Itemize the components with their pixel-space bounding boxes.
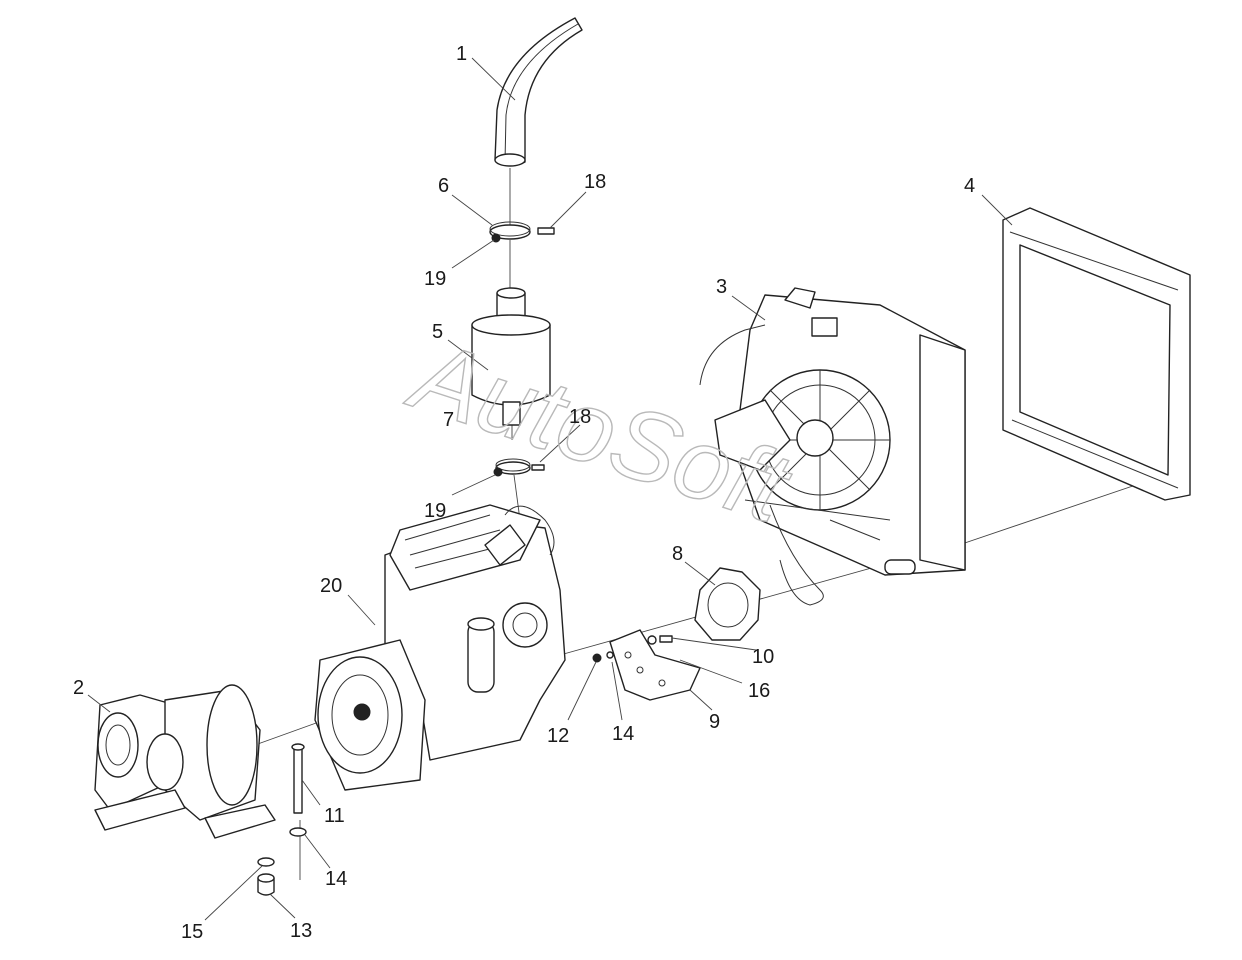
lower-clamp	[493, 458, 545, 477]
radiator-frame	[1002, 207, 1191, 501]
callout-7: 7	[443, 409, 454, 431]
transmission-housing	[94, 684, 276, 839]
callout-leaders	[87, 57, 1013, 921]
mount-bolt-set	[257, 743, 307, 896]
callout-4: 4	[964, 175, 975, 197]
callout-3: 3	[716, 276, 727, 298]
callout-1: 1	[456, 43, 467, 65]
radiator-assembly	[699, 287, 966, 606]
callout-14-washer: 14	[325, 868, 347, 890]
callout-19-lower: 19	[424, 500, 446, 522]
callout-15: 15	[181, 921, 203, 943]
callout-18-lower: 18	[569, 406, 591, 428]
upper-clamp	[489, 221, 555, 243]
callout-5: 5	[432, 321, 443, 343]
callout-6: 6	[438, 175, 449, 197]
watermark-text: AutoSoft	[396, 318, 804, 546]
air-filter	[471, 287, 551, 426]
callout-11: 11	[324, 805, 345, 827]
star-plate	[694, 567, 761, 641]
callout-12: 12	[547, 725, 569, 747]
callout-20: 20	[320, 575, 342, 597]
engine-bracket	[592, 629, 701, 701]
callout-2: 2	[73, 677, 84, 699]
callout-13: 13	[290, 920, 312, 942]
callout-18-upper: 18	[584, 171, 606, 193]
callout-8: 8	[672, 543, 683, 565]
callout-14-bracket: 14	[612, 723, 634, 745]
callout-9: 9	[709, 711, 720, 733]
callout-10: 10	[752, 646, 774, 668]
engine-block	[314, 504, 566, 791]
callout-labels: 1 2 3 4 5 6 7 8 9 10 11 12 13 14 14 15 1…	[73, 43, 975, 943]
callout-16: 16	[748, 680, 770, 702]
exhaust-pipe	[494, 17, 583, 167]
callout-19-upper: 19	[424, 268, 446, 290]
